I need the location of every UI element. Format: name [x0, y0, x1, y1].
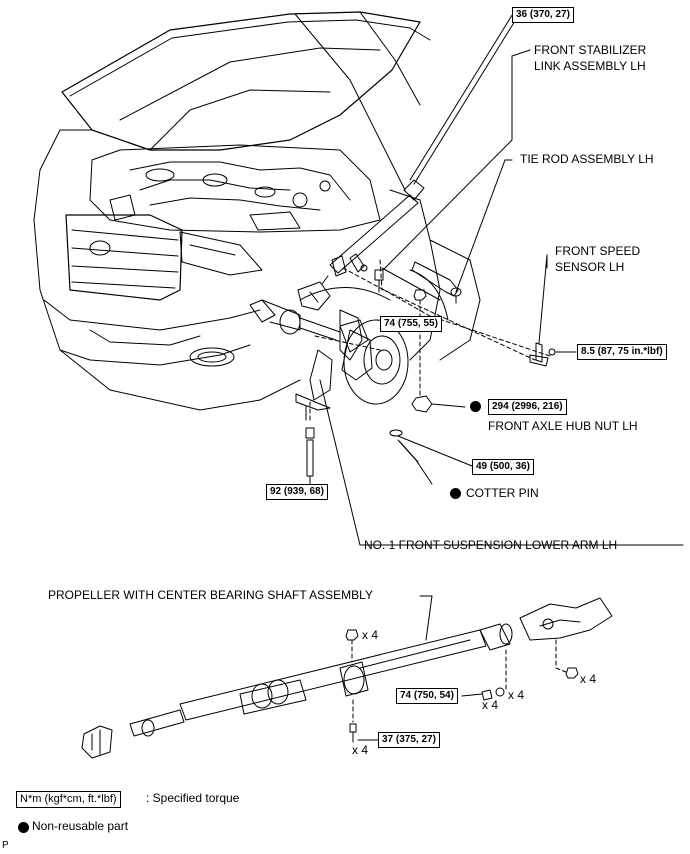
qty-2: x 4: [482, 698, 499, 712]
brake-disc: [339, 319, 409, 405]
torque-74-b: 74 (750, 54): [396, 688, 458, 704]
propeller-shaft: [81, 595, 613, 759]
legend-torque-unit: N*m (kgf*cm, ft.*lbf): [16, 791, 121, 808]
qty-4: x 4: [352, 743, 369, 757]
nonreusable-dot-hub-nut: [470, 401, 481, 412]
stabilizer-link-bolt: [374, 139, 513, 293]
steering-knuckle: [297, 275, 373, 401]
qty-5: x 4: [580, 672, 597, 686]
nut-74: [413, 289, 427, 301]
label-lower-arm: NO. 1 FRONT SUSPENSION LOWER ARM LH: [364, 538, 618, 552]
prop-leaders: [357, 693, 483, 741]
label-stabilizer-link-1: FRONT STABILIZER: [534, 43, 647, 57]
vehicle-body: [33, 11, 481, 411]
legend-nonreusable: Non-reusable part: [32, 819, 129, 833]
label-cotter-pin: COTTER PIN: [466, 486, 539, 500]
label-axle-hub-nut: FRONT AXLE HUB NUT LH: [488, 419, 638, 433]
qty-1: x 4: [362, 628, 379, 642]
lower-arm: [295, 379, 684, 546]
nut-49: [389, 429, 473, 485]
speed-sensor: [529, 254, 577, 367]
torque-8-5: 8.5 (87, 75 in.*lbf): [577, 344, 667, 360]
bolt-92: [305, 427, 315, 485]
label-stabilizer-link-2: LINK ASSEMBLY LH: [534, 59, 646, 73]
label-propeller-shaft: PROPELLER WITH CENTER BEARING SHAFT ASSE…: [48, 588, 373, 602]
tie-rod: [381, 159, 506, 304]
torque-74-a: 74 (755, 55): [380, 316, 442, 332]
label-speed-sensor-1: FRONT SPEED: [555, 244, 641, 258]
legend-nonreusable-dot: [18, 822, 29, 833]
front-axle-shaft: [249, 299, 341, 341]
torque-92: 92 (939, 68): [266, 484, 328, 500]
label-speed-sensor-2: SENSOR LH: [555, 260, 625, 274]
axle-hub-nut: [411, 395, 466, 413]
stabilizer-shaft: [329, 11, 519, 277]
legend-torque-desc: : Specified torque: [146, 791, 240, 805]
nonreusable-dot-cotter-pin: [450, 488, 461, 499]
corner-mark: P: [2, 840, 9, 851]
prop-fasteners: [345, 629, 579, 743]
torque-36: 36 (370, 27): [512, 7, 574, 23]
qty-3: x 4: [508, 688, 525, 702]
torque-49: 49 (500, 36): [472, 459, 534, 475]
prop-dashed: [351, 639, 567, 723]
torque-37: 37 (375, 27): [378, 732, 440, 748]
label-tie-rod: TIE ROD ASSEMBLY LH: [520, 152, 654, 166]
torque-294: 294 (2996, 216): [488, 399, 567, 415]
